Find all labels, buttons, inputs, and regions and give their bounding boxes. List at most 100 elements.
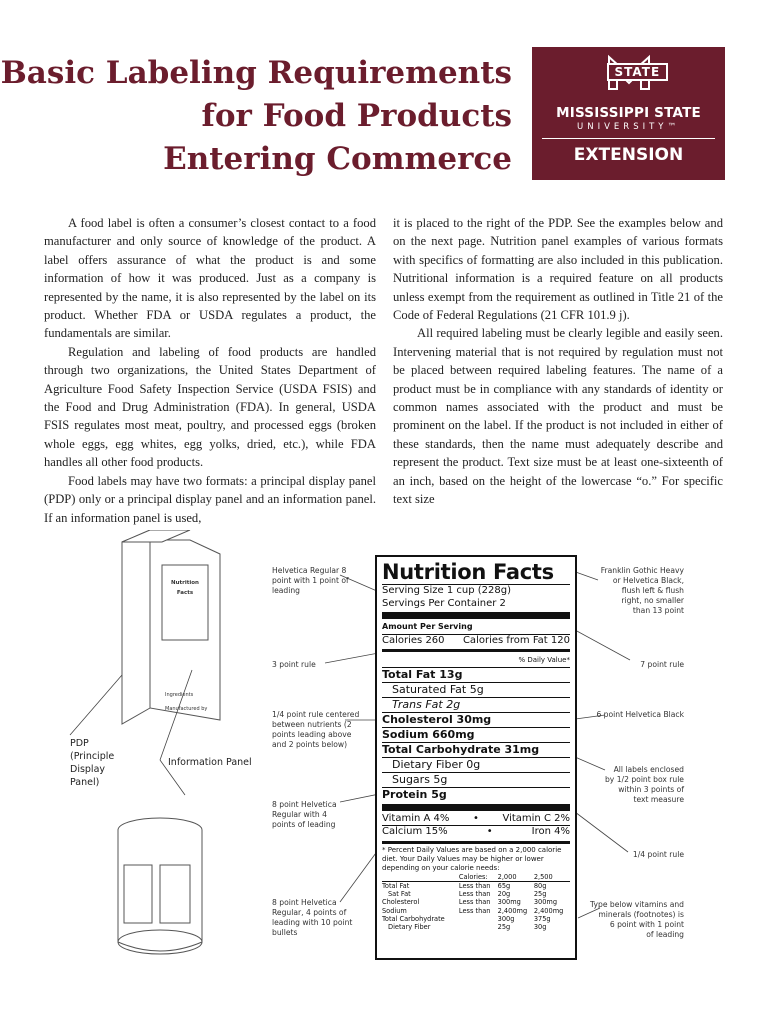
cereal-box-illustration	[121, 530, 221, 725]
table-cell: 2,000	[497, 872, 517, 881]
paragraph: Regulation and labeling of food products…	[44, 344, 376, 470]
saturated-fat-row: Saturated Fat 5g	[382, 681, 570, 697]
vitamin-c-text: Vitamin C 2%	[502, 812, 570, 824]
box-panel-text: Nutrition Facts	[171, 580, 199, 596]
table-cell: 20g	[497, 890, 511, 899]
annotation-right-5: 1/4 point rule	[632, 850, 684, 859]
calories-text: Calories 260	[382, 634, 445, 646]
pdp-label: PDP (Principle Display Panel)	[70, 738, 115, 788]
table-cell: Calories:	[458, 872, 488, 881]
carbohydrate-row: Total Carbohydrate 31mg	[382, 741, 570, 757]
table-cell: Total Carbohydrate	[382, 914, 445, 923]
three-point-rule	[382, 649, 570, 652]
document-title: Basic Labeling Requirements for Food Pro…	[1, 52, 512, 181]
table-cell: 25g	[497, 923, 511, 932]
three-point-rule-2	[382, 840, 570, 844]
box-side-text-manufacturer: Manufactured by	[165, 706, 208, 712]
nutrition-facts-panel: Nutrition Facts Serving Size 1 cup (228g…	[375, 555, 577, 960]
nutrition-facts-heading: Nutrition Facts	[382, 560, 554, 584]
title-line-3: Entering Commerce	[163, 141, 512, 177]
logo-divider	[542, 138, 715, 139]
table-cell: Sat Fat	[388, 890, 411, 899]
title-line-2: for Food Products	[201, 98, 512, 134]
calcium-text: Calcium 15%	[382, 826, 448, 837]
bullet: •	[486, 826, 493, 837]
serving-size-text: Serving Size 1 cup (228g)	[382, 585, 512, 596]
can-illustration	[117, 817, 203, 955]
annotation-right-4: All labels enclosed by 1/2 point box rul…	[604, 765, 684, 804]
protein-row: Protein 5g	[382, 786, 570, 802]
footnote: * Percent Daily Values are based on a 2,…	[382, 845, 562, 872]
iron-text: Iron 4%	[531, 826, 570, 837]
fiber-row: Dietary Fiber 0g	[382, 756, 570, 772]
amount-per-serving: Amount Per Serving	[382, 621, 570, 634]
cholesterol-row: Cholesterol 30mg	[382, 711, 570, 727]
table-cell: Total Fat	[382, 881, 410, 890]
table-cell	[382, 873, 459, 882]
servings-text: Servings Per Container 2	[382, 597, 506, 609]
annotation-right-6: Type below vitamins and minerals (footno…	[590, 900, 684, 939]
table-row: Sat Fat Less than 20g 25g	[382, 890, 570, 898]
table-cell: Dietary Fiber	[388, 923, 431, 932]
table-cell	[459, 915, 498, 923]
annotation-left-3: 1/4 point rule centered between nutrient…	[272, 710, 360, 749]
logo-state-badge: STATE	[606, 63, 669, 81]
paragraph: it is placed to the right of the PDP. Se…	[393, 216, 723, 323]
table-cell: 2,400mg	[533, 906, 564, 915]
table-cell: 65g	[497, 881, 511, 890]
table-cell: 80g	[533, 881, 547, 890]
title-line-1: Basic Labeling Requirements	[0, 55, 512, 91]
daily-value-header: % Daily Value*	[382, 654, 570, 667]
sugars-row: Sugars 5g	[382, 771, 570, 787]
paragraph: Food labels may have two formats: a prin…	[44, 473, 376, 525]
annotation-left-5: 8 point Helvetica Regular, 4 points of l…	[272, 898, 353, 937]
table-cell: 25g	[533, 890, 547, 899]
body-column-right: it is placed to the right of the PDP. Se…	[393, 214, 723, 509]
annotation-left-2: 3 point rule	[272, 660, 316, 669]
mineral-row: Calcium 15% • Iron 4%	[382, 825, 570, 839]
table-row: Cholesterol Less than 300mg 300mg	[382, 898, 570, 906]
table-cell: 2,500	[533, 872, 553, 881]
table-row: Dietary Fiber 25g 30g	[382, 923, 570, 931]
table-cell: 300mg	[533, 898, 558, 907]
annotation-left-4: 8 point Helvetica Regular with 4 points …	[272, 800, 337, 829]
table-cell: Sodium	[382, 906, 407, 915]
box-side-text-ingredients: Ingredients	[165, 692, 194, 698]
calories-row: Calories 260 Calories from Fat 120	[382, 633, 570, 648]
table-cell: 300mg	[497, 898, 521, 907]
serving-size: Serving Size 1 cup (228g)	[382, 584, 570, 598]
amount-text: Amount Per Serving	[382, 622, 473, 631]
vitamin-row: Vitamin A 4% • Vitamin C 2%	[382, 813, 570, 826]
table-cell: 30g	[533, 923, 547, 932]
paragraph: All required labeling must be clearly le…	[393, 326, 723, 507]
trans-fat-row: Trans Fat 2g	[382, 696, 570, 712]
calories-fat-text: Calories from Fat 120	[462, 634, 570, 646]
annotation-right-3: 6 point Helvetica Black	[596, 710, 684, 719]
table-cell: 2,400mg	[497, 906, 528, 915]
msu-extension-logo: STATE MISSISSIPPI STATE UNIVERSITY™ EXTE…	[532, 47, 725, 180]
seven-point-rule-2	[382, 803, 570, 811]
bullet: •	[472, 812, 479, 824]
table-cell: Less than	[458, 881, 491, 890]
table-cell	[459, 923, 498, 931]
table-row: Total Fat Less than 65g 80g	[382, 881, 570, 890]
daily-value-text: % Daily Value*	[518, 656, 570, 664]
table-cell: Cholesterol	[382, 898, 420, 907]
table-cell: Less than	[458, 890, 491, 899]
table-cell: 375g	[533, 914, 551, 923]
total-fat-row: Total Fat 13g	[382, 666, 570, 682]
annotation-left-1: Helvetica Regular 8 point with 1 point o…	[272, 566, 349, 595]
table-cell: Less than	[458, 898, 491, 907]
paragraph: A food label is often a consumer’s close…	[44, 216, 376, 341]
sodium-row: Sodium 660mg	[382, 726, 570, 742]
annotation-right-1: Franklin Gothic Heavy or Helvetica Black…	[600, 566, 684, 615]
servings-per-container: Servings Per Container 2	[382, 598, 570, 611]
label-figure-drawing	[69, 530, 631, 955]
body-column-left: A food label is often a consumer’s close…	[44, 214, 376, 527]
logo-extension: EXTENSION	[573, 145, 684, 165]
table-cell: Less than	[458, 906, 491, 915]
logo-university-word: UNIVERSITY™	[577, 122, 680, 132]
table-row: Sodium Less than 2,400mg 2,400mg	[382, 907, 570, 915]
